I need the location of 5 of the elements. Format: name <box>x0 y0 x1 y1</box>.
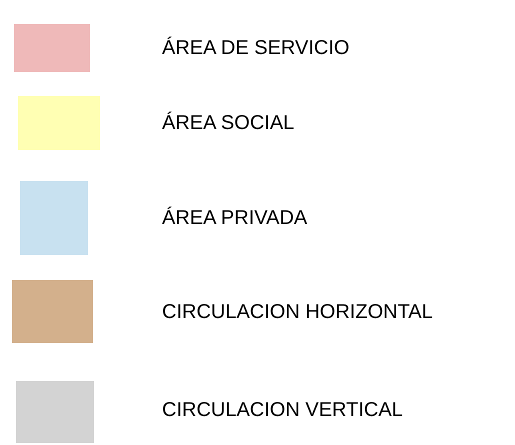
legend-label: CIRCULACION VERTICAL <box>162 398 403 422</box>
legend-label: ÁREA SOCIAL <box>162 111 294 135</box>
legend-label: ÁREA PRIVADA <box>162 206 308 230</box>
legend-label: ÁREA DE SERVICIO <box>162 36 350 60</box>
legend-label: CIRCULACION HORIZONTAL <box>162 300 433 324</box>
